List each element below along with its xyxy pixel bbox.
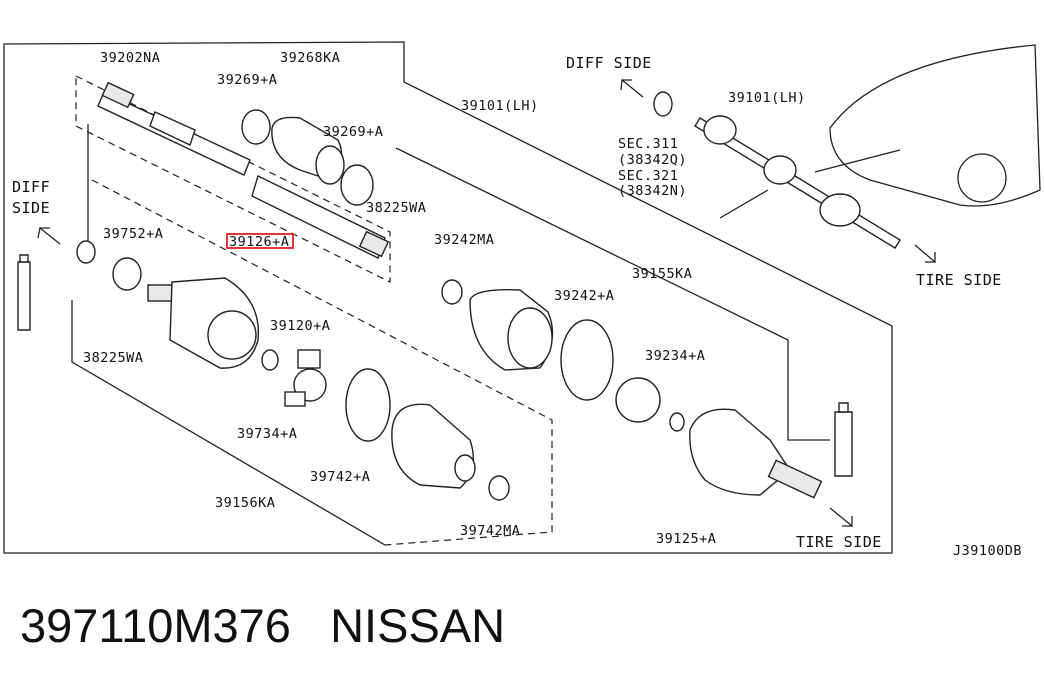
boot-band-large-part[interactable]	[340, 164, 374, 206]
part-number: 397110M376	[20, 599, 291, 652]
inset-vehicle-outline	[829, 44, 1041, 207]
callout-38225WA-bottom[interactable]: 38225WA	[83, 350, 143, 366]
callout-39125A[interactable]: 39125+A	[656, 531, 716, 547]
inset-shaft-assembly	[653, 91, 901, 249]
inset-seal-part[interactable]	[653, 91, 673, 117]
callout-39242A[interactable]: 39242+A	[554, 288, 614, 304]
snap-ring-part[interactable]	[261, 349, 279, 371]
callout-39202NA[interactable]: 39202NA	[100, 50, 160, 66]
callout-39242MA[interactable]: 39242MA	[434, 232, 494, 248]
callout-39752A[interactable]: 39752+A	[103, 226, 163, 242]
boot-band-inner-large-part[interactable]	[345, 368, 391, 442]
brand-name: NISSAN	[330, 599, 506, 652]
boot-inner-part[interactable]	[391, 403, 476, 489]
outer-circlip-part[interactable]	[669, 412, 685, 432]
callout-39269A-top[interactable]: 39269+A	[217, 72, 277, 88]
callout-39101LH-inset[interactable]: 39101(LH)	[728, 90, 806, 106]
dust-seal-part[interactable]	[112, 257, 142, 291]
outer-joint-housing-part[interactable]	[689, 408, 823, 499]
grease-tube-right-part[interactable]	[834, 402, 853, 477]
callout-39156KA[interactable]: 39156KA	[215, 495, 275, 511]
callout-39234A[interactable]: 39234+A	[645, 348, 705, 364]
boot-band-inner-small-part[interactable]	[488, 475, 510, 501]
callout-39155KA[interactable]: 39155KA	[632, 266, 692, 282]
diff-side-arrow-left-icon	[37, 226, 61, 245]
diff-side-arrow-top-icon	[620, 78, 644, 98]
grease-tube-left-part[interactable]	[17, 254, 31, 331]
inner-joint-housing-part[interactable]	[147, 277, 260, 369]
tire-side-top-label: TIRE SIDE	[916, 271, 1002, 289]
callout-38225WA-top[interactable]: 38225WA	[366, 200, 426, 216]
spider-assembly-part[interactable]	[284, 349, 327, 407]
lh-assembly-leader	[395, 147, 830, 441]
circlip-part[interactable]	[76, 240, 96, 264]
boot-band-outer-large-part[interactable]	[560, 319, 614, 401]
diff-side-label-line2: SIDE	[12, 199, 50, 217]
diff-side-label-line1: DIFF	[12, 178, 50, 196]
callout-39269A-right[interactable]: 39269+A	[323, 124, 383, 140]
callout-38342Q[interactable]: (38342Q)	[618, 152, 687, 168]
callout-39101LH-main[interactable]: 39101(LH)	[461, 98, 539, 114]
inner-joint-dashed-box	[91, 179, 553, 546]
callout-39734A[interactable]: 39734+A	[237, 426, 297, 442]
shaft-group-dashed-box	[75, 75, 391, 283]
callout-39120A[interactable]: 39120+A	[270, 318, 330, 334]
callout-38342N[interactable]: (38342N)	[618, 183, 687, 199]
outer-group-leader	[71, 124, 386, 546]
drive-shaft-lower-part[interactable]	[251, 175, 390, 259]
tire-side-arrow-top-icon	[914, 244, 936, 264]
inset-pointer-arrows	[719, 149, 901, 219]
callout-sec311[interactable]: SEC.311	[618, 136, 678, 152]
diff-side-top-label: DIFF SIDE	[566, 54, 652, 72]
callout-39742MA[interactable]: 39742MA	[460, 523, 520, 539]
part-caption: 397110M376 NISSAN	[20, 596, 505, 656]
boot-outer-part[interactable]	[469, 289, 554, 371]
boot-upper-part[interactable]	[271, 116, 345, 185]
diagram-code: J39100DB	[953, 543, 1022, 559]
tire-side-arrow-bottom-icon	[829, 507, 853, 528]
callout-39268KA[interactable]: 39268KA	[280, 50, 340, 66]
diagram-frame	[3, 41, 893, 554]
boot-band-small-part[interactable]	[241, 109, 271, 145]
outer-joint-cage-part[interactable]	[615, 377, 661, 423]
callout-39742A[interactable]: 39742+A	[310, 469, 370, 485]
boot-band-outer-small-part[interactable]	[441, 279, 463, 305]
highlight-box	[226, 233, 294, 249]
callout-sec321[interactable]: SEC.321	[618, 168, 678, 184]
exploded-parts-diagram: DIFF SIDE DIFF SIDE TIRE SIDE TIRE SIDE …	[3, 41, 1041, 559]
callout-39126A[interactable]: 39126+A	[229, 234, 289, 250]
drive-shaft-part[interactable]	[97, 81, 251, 176]
tire-side-bottom-label: TIRE SIDE	[796, 533, 882, 551]
